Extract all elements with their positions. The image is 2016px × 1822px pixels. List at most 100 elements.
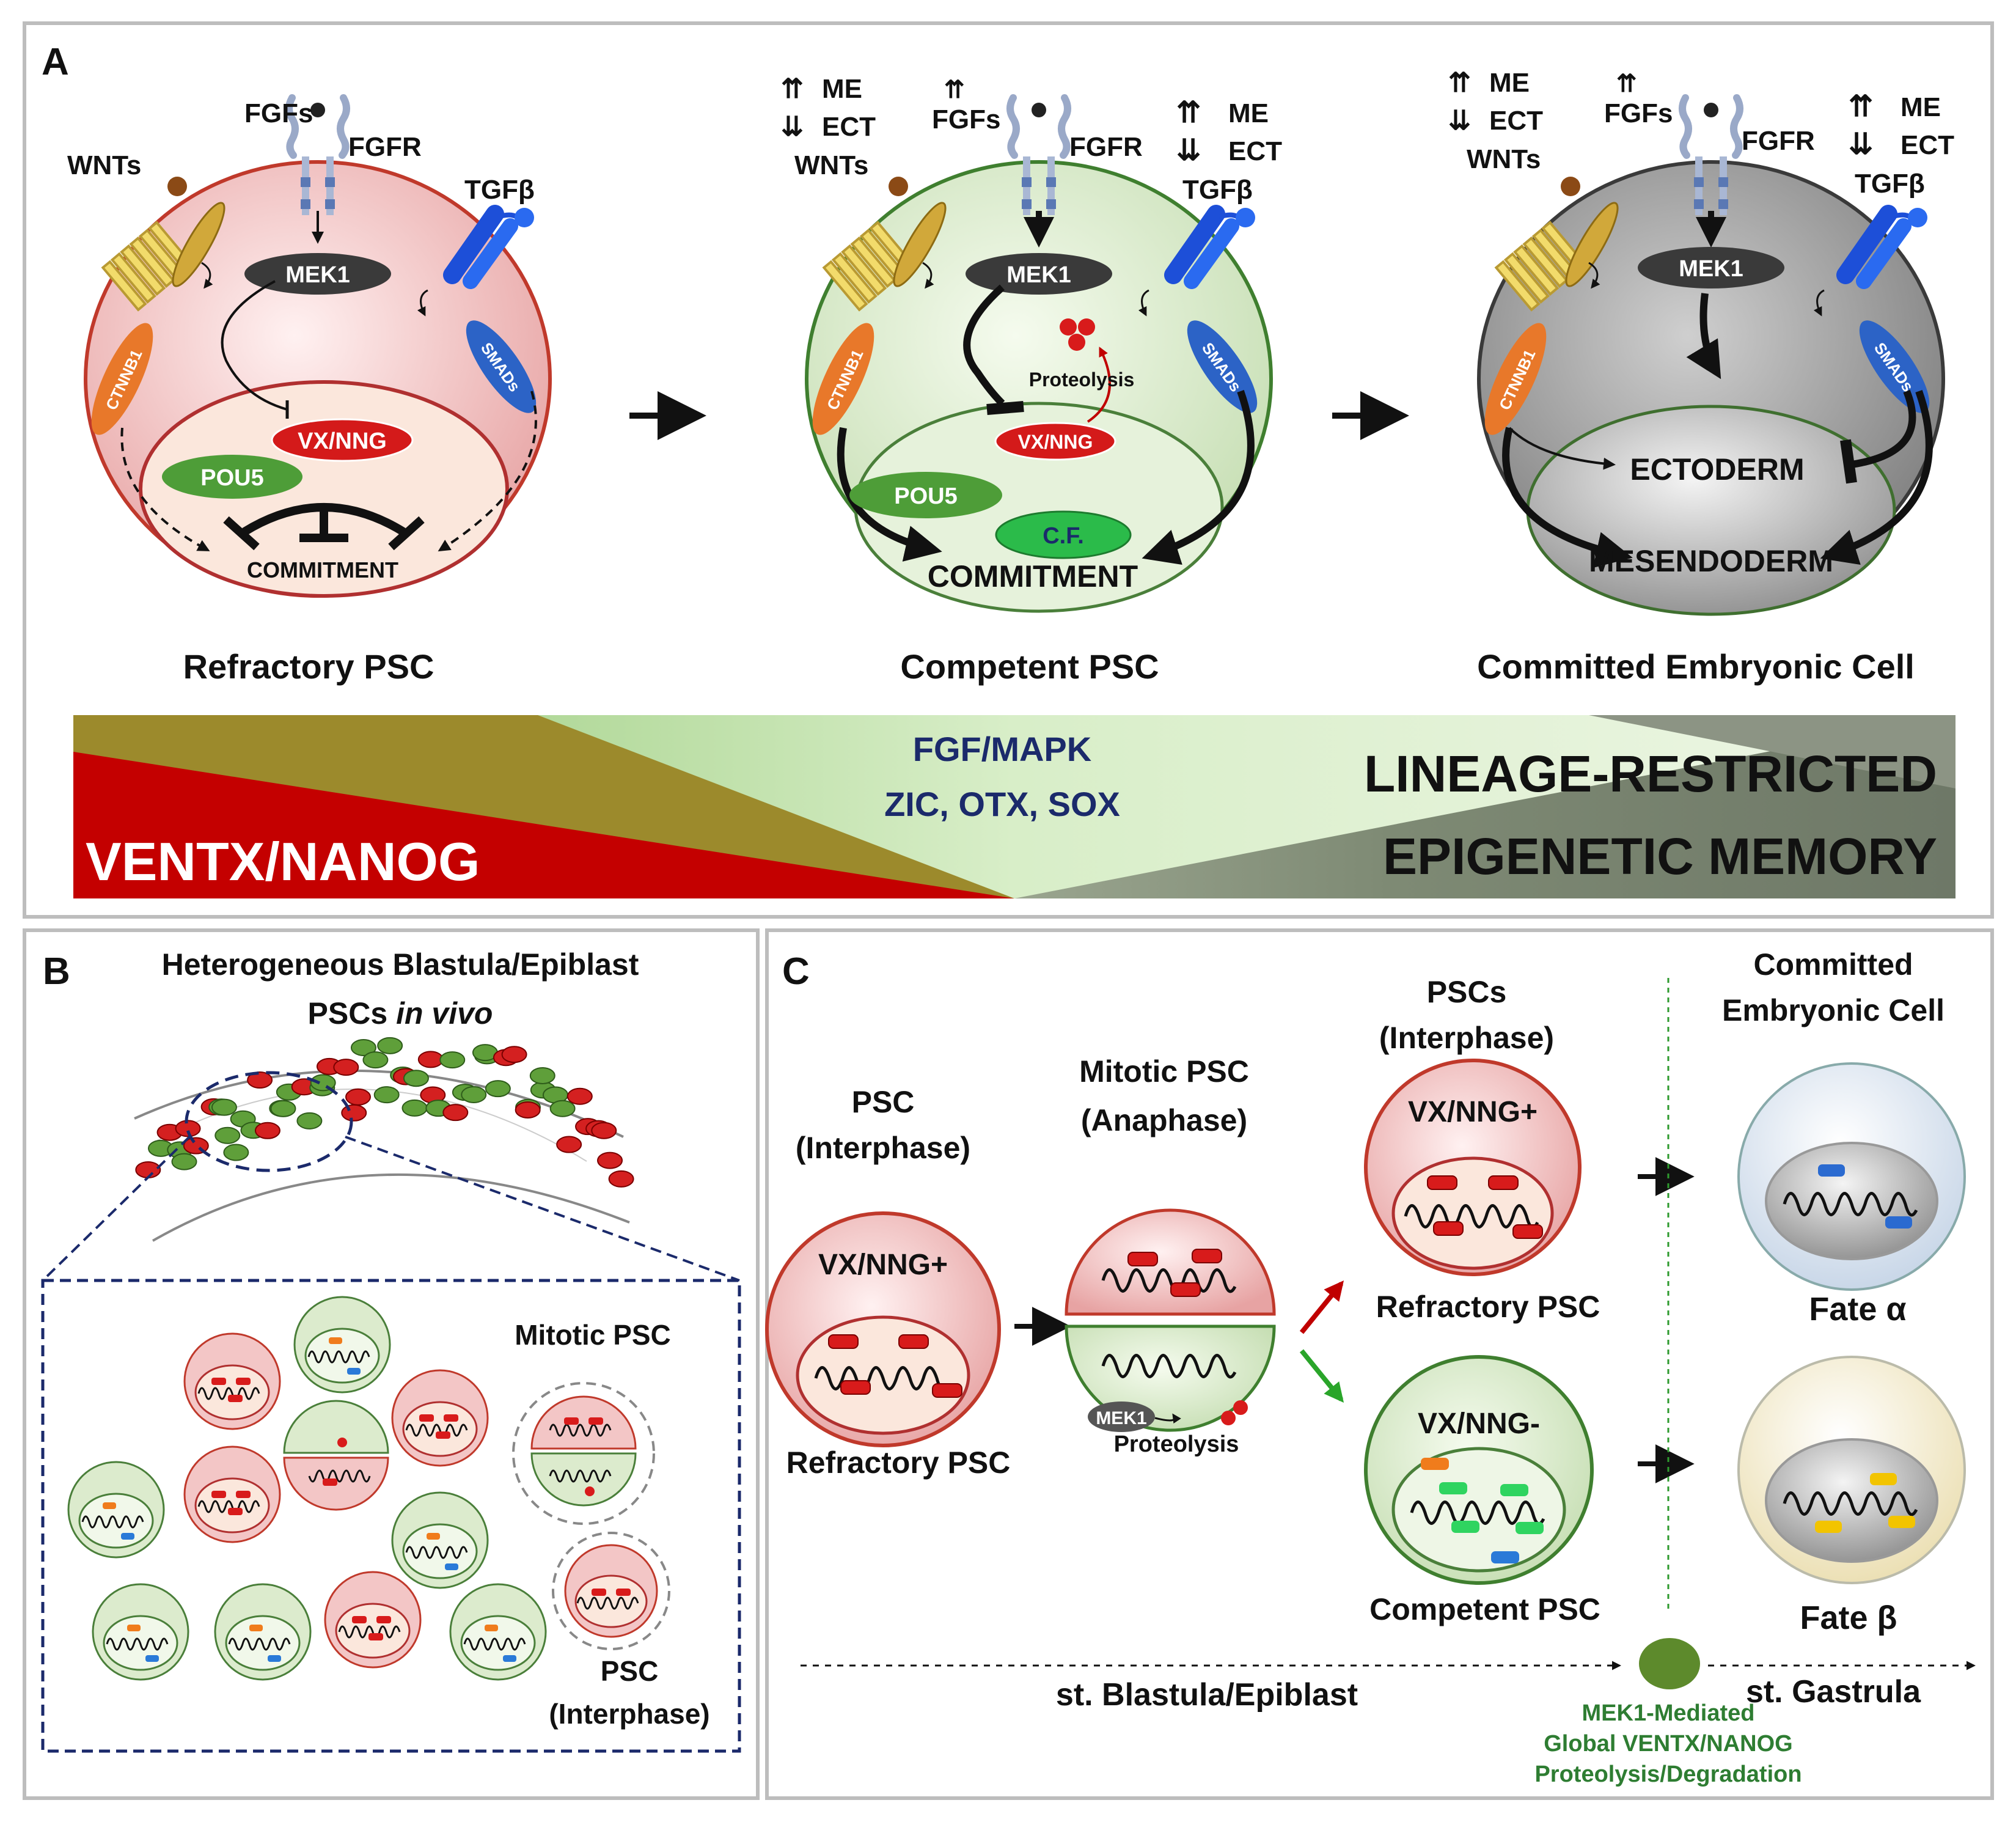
fate-alpha-label: Fate α (1809, 1291, 1906, 1328)
red-cell (175, 1120, 201, 1137)
green-cell (529, 1067, 555, 1084)
embryonic-cell-label-c: Embryonic Cell (1722, 993, 1945, 1027)
arrow-c-green (1299, 1349, 1344, 1403)
panel-b-title-1: Heterogeneous Blastula/Epiblast (162, 947, 639, 982)
mek1-node (244, 253, 391, 295)
red-cell (591, 1122, 617, 1139)
ctnnb1-node (91, 323, 153, 435)
ctnnb1-node (1484, 323, 1547, 435)
panel-a-letter: A (42, 41, 69, 83)
mitotic-psc-label-c: Mitotic PSC (1079, 1054, 1249, 1089)
red-cell (608, 1170, 634, 1188)
red-cell (417, 1051, 444, 1068)
zoom-cells (67, 1296, 658, 1681)
vx-nng-neg-label: VX/NNG- (1418, 1408, 1540, 1440)
fgfr-label-3: FGFR (1742, 126, 1815, 156)
down-arrows-ect-4: ⇊ (1849, 128, 1873, 161)
blastula-label: st. Blastula/Epiblast (1056, 1677, 1358, 1713)
interphase-highlight (552, 1532, 670, 1650)
proteolysis-label-c: Proteolysis (1114, 1431, 1239, 1457)
mek1-label-3: MEK1 (1679, 256, 1743, 282)
vx-nng-pos-label-2: VX/NNG+ (1408, 1096, 1538, 1128)
vx-nng-label-1: VX/NNG (298, 428, 387, 454)
red-cell (442, 1104, 469, 1122)
up-arrows-me-1: ⇈ (781, 74, 804, 104)
competent-cell (449, 1583, 547, 1681)
red-cell (566, 1087, 593, 1105)
green-cell (211, 1098, 237, 1116)
psc-label-c: PSC (852, 1085, 915, 1119)
panel-b-title-2: PSCs in vivo (308, 996, 493, 1030)
competent-cell (92, 1583, 189, 1681)
ect-label-3b: ECT (1901, 130, 1954, 160)
green-cell (214, 1126, 241, 1144)
pou5-node (162, 455, 302, 499)
competent-cell (214, 1583, 312, 1681)
up-arrows-me-2: ⇈ (1176, 97, 1201, 129)
up-arrows-me-4: ⇈ (1849, 90, 1873, 123)
cf-node (995, 510, 1132, 559)
panel-b-letter: B (43, 950, 70, 993)
refractory-psc-label-c2: Refractory PSC (1376, 1290, 1600, 1324)
fate-beta-label: Fate β (1800, 1600, 1897, 1636)
refractory-cell (391, 1369, 489, 1467)
green-cell (401, 1099, 428, 1117)
commitment-label-1: COMMITMENT (247, 557, 398, 582)
zoom-box (41, 1279, 741, 1753)
fgfr-label-1: FGFR (348, 132, 422, 162)
committed-label-c: Committed (1753, 947, 1913, 982)
green-cell (296, 1112, 323, 1130)
interphase-label-c1: (Interphase) (796, 1131, 970, 1165)
green-cell (549, 1100, 576, 1117)
green-cell (403, 1070, 429, 1087)
green-cell (362, 1051, 389, 1069)
fgf-mapk-label: FGF/MAPK (913, 730, 1091, 768)
red-cell (254, 1122, 280, 1139)
wnts-label-1: WNTs (67, 150, 141, 180)
green-cell (461, 1085, 487, 1103)
vx-nng-pos-label-1: VX/NNG+ (818, 1249, 948, 1281)
red-cell (515, 1101, 541, 1119)
pou5-node (849, 472, 1002, 518)
tgfb-label-2: TGFβ (1182, 175, 1253, 205)
wnts-label-3: WNTs (1467, 144, 1541, 174)
note-line-3: Proteolysis/Degradation (1534, 1761, 1802, 1787)
cf-label: C.F. (1043, 523, 1084, 549)
anaphase-label-c: (Anaphase) (1081, 1103, 1247, 1137)
lineage-restricted-label: LINEAGE-RESTRICTED (1364, 745, 1937, 803)
mitotic-cell (283, 1400, 389, 1511)
down-arrows-ect-1: ⇊ (781, 112, 804, 142)
zic-otx-sox-label: ZIC, OTX, SOX (884, 785, 1120, 823)
interphase-label-c2: (Interphase) (1379, 1021, 1554, 1055)
note-line-1: MEK1-Mediated (1582, 1700, 1755, 1726)
competent-cell (391, 1491, 489, 1589)
red-cell (597, 1152, 623, 1169)
up-arrows-fgfs-3: ⇈ (1616, 70, 1637, 97)
ectoderm-label: ECTODERM (1630, 452, 1804, 487)
mek1-node (1638, 247, 1784, 288)
refractory-psc-cell (84, 98, 552, 598)
smads-node (1187, 320, 1258, 413)
fgfs-label-2: FGFs (932, 105, 1000, 134)
smads-node (1859, 320, 1930, 413)
red-cell (247, 1071, 273, 1089)
refractory-cell (183, 1332, 281, 1430)
ventx-nanog-label: VENTX/NANOG (86, 831, 480, 892)
panel-b-title-2a: PSCs (308, 996, 397, 1030)
note-line-2: Global VENTX/NANOG (1544, 1731, 1792, 1757)
gradient-bar (73, 715, 1956, 898)
green-cell (270, 1100, 296, 1117)
refractory-cell (564, 1544, 658, 1638)
competent-psc-cell (805, 98, 1273, 613)
committed-cell-caption: Committed Embryonic Cell (1477, 647, 1915, 686)
up-arrows-me-3: ⇈ (1448, 68, 1471, 98)
ect-label-3: ECT (1489, 106, 1543, 136)
fate-alpha-cell (1737, 1062, 1966, 1291)
ect-label-2: ECT (822, 112, 876, 142)
competent-cell (293, 1296, 391, 1394)
panel-c-letter: C (782, 950, 810, 993)
fate-beta-cell (1737, 1356, 1966, 1584)
panel-b-title-2b: in vivo (396, 996, 493, 1030)
up-arrows-fgfs-1: ⇈ (944, 76, 965, 103)
mek1-label-1: MEK1 (285, 262, 350, 288)
